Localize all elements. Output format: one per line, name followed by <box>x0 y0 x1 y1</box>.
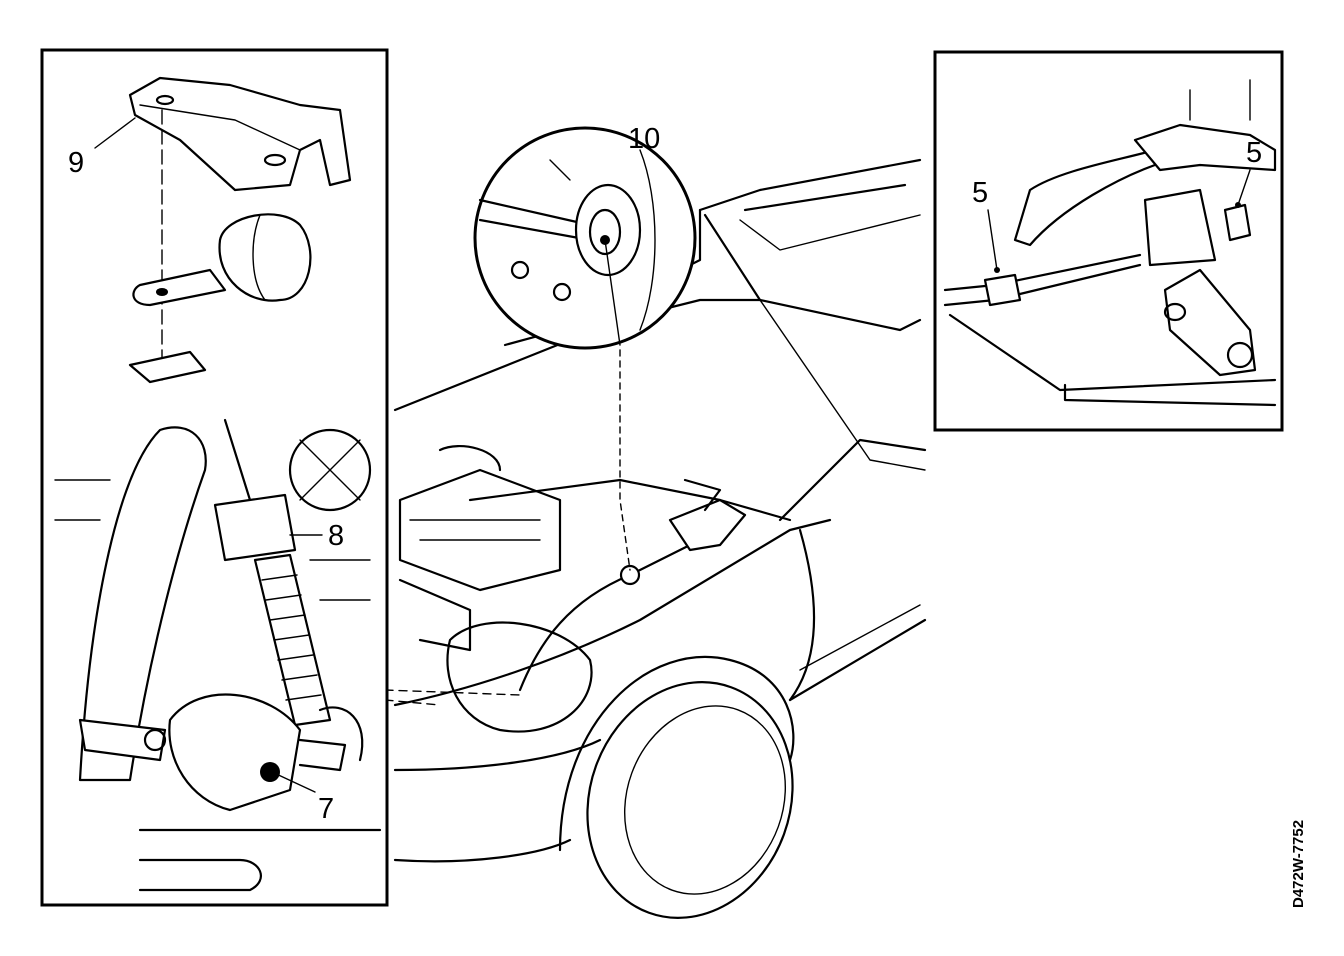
engine-hose <box>438 445 502 472</box>
callout-10: 10 <box>628 123 660 155</box>
windshield-base <box>703 213 922 332</box>
callout-5-right: 5 <box>1246 137 1262 169</box>
bulkhead-bolt <box>510 260 530 280</box>
figure-reference-code: D472W-7752 <box>1290 820 1307 908</box>
callout-9-leader <box>94 117 136 149</box>
callout-8: 8 <box>328 520 344 552</box>
callout-9: 9 <box>68 147 84 179</box>
mounting-bracket <box>128 76 352 192</box>
shifter-lever <box>683 478 722 512</box>
cable-bushing <box>218 213 312 302</box>
a-pillar <box>759 299 926 471</box>
bracket-fold <box>139 104 301 151</box>
left-inset-panel: 9 8 7 <box>40 48 389 907</box>
bulkhead-nut <box>552 282 572 302</box>
bushing-ridge <box>252 214 266 301</box>
callout-5-left-leader <box>987 209 998 271</box>
grommet-inner <box>588 208 622 256</box>
car-front-view <box>384 158 927 919</box>
engine-block <box>398 578 472 652</box>
cable-through-grommet <box>478 198 592 227</box>
cowl-line <box>468 478 792 522</box>
callout-7-leader <box>271 771 316 793</box>
transmission-linkage-detail: 8 7 <box>54 418 382 892</box>
grommet-outer <box>574 183 642 277</box>
frame-detail <box>54 479 111 521</box>
cable-grommet <box>619 564 641 586</box>
cap-cross <box>299 439 361 501</box>
front-wheel <box>586 681 794 919</box>
upper-mount <box>1133 123 1277 172</box>
boot-ribs <box>261 574 322 701</box>
car-roof-line <box>698 158 922 212</box>
lever-arm <box>1163 268 1257 377</box>
background-edges <box>1189 79 1251 121</box>
door-front-edge <box>788 528 816 702</box>
floor-edge <box>1063 383 1277 407</box>
floor-panel <box>948 313 1277 392</box>
bumper-line <box>393 738 602 772</box>
return-hose <box>318 706 364 762</box>
door-top <box>778 438 927 522</box>
right-inset-panel: 5 5 <box>933 50 1284 432</box>
windshield-inner <box>739 214 921 251</box>
bracket-stud <box>155 94 175 106</box>
sill-line <box>788 618 927 702</box>
frame-rail <box>138 828 382 892</box>
cable-clip <box>1223 203 1252 242</box>
cable-lower-edge <box>478 218 592 242</box>
side-crease <box>799 604 921 671</box>
detail-bulkhead-grommet: 10 <box>473 123 697 350</box>
wheel-rim <box>623 705 787 895</box>
selector-lever <box>298 738 347 772</box>
shift-cable <box>518 538 702 692</box>
transmission-housing <box>446 621 593 733</box>
eyelet-hole <box>156 288 168 296</box>
support-arm <box>78 426 207 782</box>
bracket-exploded-view: 9 <box>68 76 352 384</box>
shifter-base <box>668 498 747 552</box>
windshield-top <box>743 183 907 212</box>
cable-adjuster <box>213 493 297 562</box>
lower-clamp <box>78 718 167 762</box>
detail-7-leader <box>384 689 521 696</box>
cable-end-fitting <box>983 273 1022 307</box>
clamp-bolt <box>143 728 167 752</box>
callout-10-leader <box>604 239 621 346</box>
battery-ribs <box>409 519 541 541</box>
detail-edge <box>549 159 571 181</box>
callout-5-right-leader <box>1237 169 1251 206</box>
cable-upper <box>223 418 252 502</box>
bulkhead-panel-edge <box>639 149 656 331</box>
shifter-body <box>1143 188 1217 267</box>
callout-5-left: 5 <box>972 177 988 209</box>
selector-nut <box>260 762 280 782</box>
cable-boot <box>253 553 332 727</box>
detail-7-leader-b <box>384 699 441 706</box>
engine-fins <box>309 559 371 601</box>
detail-10-leader <box>619 349 631 571</box>
battery-box <box>398 468 562 592</box>
lever-pivot <box>1226 341 1254 369</box>
retaining-clip <box>128 350 207 384</box>
cable-eyelet <box>132 268 227 307</box>
bracket-hole <box>263 153 287 167</box>
lower-bumper <box>393 838 572 863</box>
callout-7: 7 <box>318 793 334 825</box>
lever-hole <box>1163 302 1187 322</box>
wheel-arch <box>558 655 795 852</box>
